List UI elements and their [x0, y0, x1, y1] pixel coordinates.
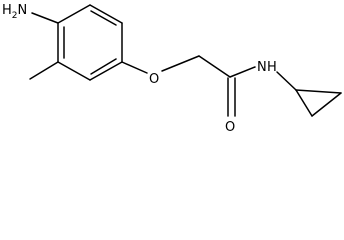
ring-bond	[295, 89, 313, 117]
ether-oxygen-label: O	[149, 72, 159, 87]
amino-label: H2N	[2, 3, 27, 21]
methyl-bond	[29, 61, 59, 80]
ring-bond	[295, 89, 342, 94]
ether-oxygen-to-ch2-bond	[161, 55, 200, 72]
ring-bond	[57, 61, 91, 81]
ring-to-ether-oxygen-bond	[121, 61, 148, 74]
nitrogen-to-cyclopropyl-bond	[276, 71, 297, 91]
ring-double-bond	[90, 58, 117, 75]
amide-hydrogen-label: H	[267, 60, 277, 75]
amino-h: H	[2, 3, 12, 18]
amino-n: N	[18, 3, 28, 18]
ring-bond	[89, 4, 123, 24]
amino-bond	[31, 12, 59, 24]
ring-bond	[89, 61, 123, 81]
amino-subscript: 2	[12, 11, 18, 21]
ring-bond	[311, 92, 342, 117]
ring-bond	[57, 4, 91, 24]
carbonyl-to-nitrogen-bond	[229, 66, 256, 78]
ch2-to-carbonyl-bond	[198, 55, 231, 78]
ring-double-bond	[90, 10, 117, 26]
benzene-ring	[57, 4, 123, 81]
amide-nitrogen-label: N	[257, 60, 267, 75]
carbonyl-oxygen-label: O	[225, 120, 235, 135]
cyclopropyl-ring	[295, 89, 342, 117]
chemical-structure: H2N O O N H	[2, 3, 342, 135]
